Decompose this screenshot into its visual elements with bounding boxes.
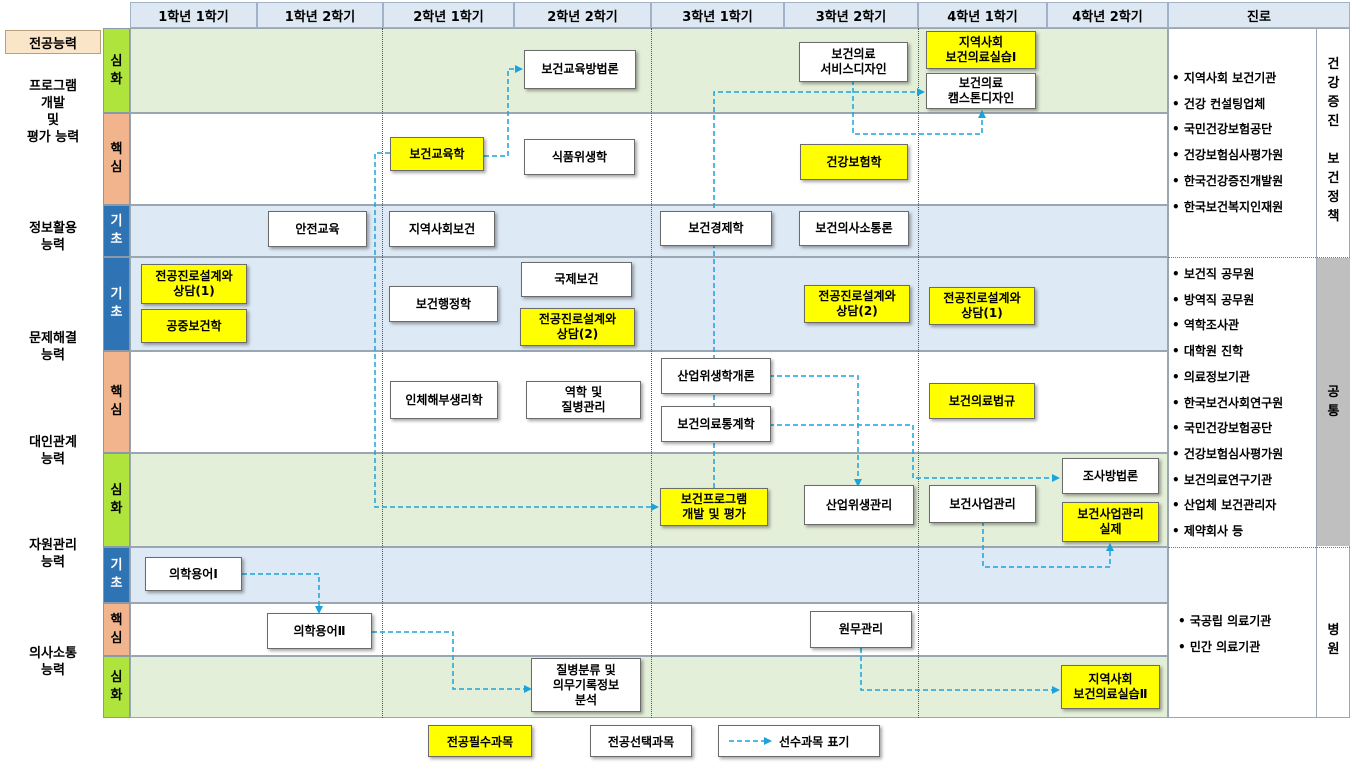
year-divider-3 <box>651 28 652 718</box>
course-health-edu-method[interactable]: 보건교육방법론 <box>524 50 636 89</box>
band-row1-core <box>130 113 1168 205</box>
legend-prereq-arrow-icon <box>729 737 772 745</box>
career-divider-1 <box>1168 257 1350 258</box>
career-list-2: • 보건직 공무원• 방역직 공무원• 역학조사관• 대학원 진학• 의료정보기… <box>1172 267 1284 539</box>
legend-prereq: 선수과목 표기 <box>718 725 880 757</box>
arrow-medterm2-to-disease <box>372 631 532 693</box>
semester-2-2: 2학년 2학기 <box>514 2 651 28</box>
band-row3-advanced <box>130 656 1168 718</box>
course-food-hygiene[interactable]: 식품위생학 <box>524 139 635 175</box>
semester-1-1: 1학년 1학기 <box>130 2 257 28</box>
legend-prereq-label: 선수과목 표기 <box>779 734 850 749</box>
course-health-education[interactable]: 보건교육학 <box>390 137 484 171</box>
semester-3-1: 3학년 1학기 <box>651 2 784 28</box>
legend-required: 전공필수과목 <box>428 725 532 757</box>
course-industrial-hygiene-intro[interactable]: 산업위생학개론 <box>661 358 771 394</box>
career-header: 진로 <box>1168 2 1350 28</box>
course-health-insurance[interactable]: 건강보험학 <box>800 144 908 180</box>
course-industrial-hygiene-mgmt[interactable]: 산업위생관리 <box>804 485 914 525</box>
arrow-edu-to-program <box>374 152 659 511</box>
course-health-communication[interactable]: 보건의사소통론 <box>799 211 909 246</box>
course-health-economics[interactable]: 보건경제학 <box>660 211 772 246</box>
arrow-industrial-intro-to-mgmt <box>769 375 862 487</box>
course-survey-method[interactable]: 조사방법론 <box>1062 458 1159 494</box>
arrow-program-to-capstone <box>713 88 925 488</box>
course-intl-health[interactable]: 국제보건 <box>521 262 632 297</box>
competency-title: 전공능력 <box>5 30 101 54</box>
course-health-project-mgmt[interactable]: 보건사업관리 <box>929 485 1036 523</box>
semester-1-2: 1학년 2학기 <box>257 2 383 28</box>
legend-elective: 전공선택과목 <box>590 725 692 757</box>
year-divider-4 <box>918 28 919 718</box>
course-records-mgmt[interactable]: 원무관리 <box>810 611 912 648</box>
course-anatomy[interactable]: 인체해부생리학 <box>390 381 498 419</box>
arrow-records-to-practice2 <box>860 648 1060 694</box>
career-list-1: • 지역사회 보건기관• 건강 컨설팅업체• 국민건강보험공단• 건강보험심사평… <box>1172 71 1284 214</box>
course-health-law[interactable]: 보건의료법규 <box>929 383 1035 419</box>
course-medical-term-2[interactable]: 의학용어Ⅱ <box>267 613 372 649</box>
career-divider-2 <box>1168 547 1350 548</box>
semester-4-2: 4학년 2학기 <box>1047 2 1168 28</box>
arrow-mgmt-to-practice <box>982 521 1114 568</box>
course-health-admin[interactable]: 보건행정학 <box>389 286 498 322</box>
course-health-statistics[interactable]: 보건의료통계학 <box>661 406 771 442</box>
arrow-stats-to-survey <box>769 424 1060 482</box>
course-public-health[interactable]: 공중보건학 <box>141 309 247 343</box>
course-safety-edu[interactable]: 안전교육 <box>268 211 367 247</box>
semester-2-1: 2학년 1학기 <box>383 2 514 28</box>
arrow-medterm1-to-2 <box>242 573 323 614</box>
course-community-health[interactable]: 지역사회보건 <box>389 211 495 247</box>
semester-4-1: 4학년 1학기 <box>918 2 1047 28</box>
arrow-service-to-capstone <box>852 80 986 135</box>
arrow-edu-to-method <box>484 65 523 157</box>
career-list-3: • 국공립 의료기관• 민간 의료기관 <box>1178 614 1272 654</box>
year-divider-2 <box>382 28 383 718</box>
career-label-divider <box>1316 28 1317 718</box>
semester-3-2: 3학년 2학기 <box>784 2 918 28</box>
band-row3-basic <box>130 547 1168 603</box>
course-medical-term-1[interactable]: 의학용어Ⅰ <box>145 557 242 591</box>
